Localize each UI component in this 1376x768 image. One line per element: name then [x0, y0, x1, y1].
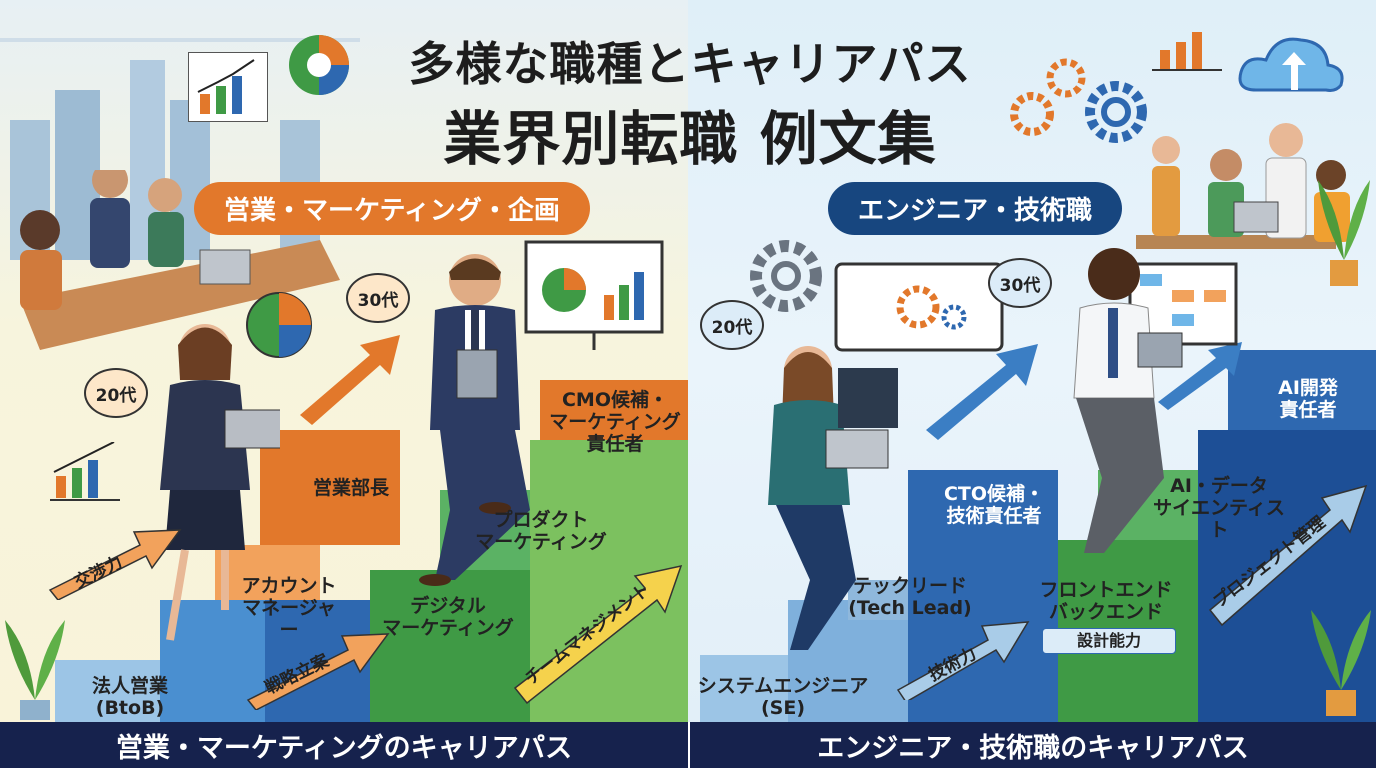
skill-arrow-technical — [896, 621, 1030, 700]
section-pill-engineering: エンジニア・技術職 — [828, 182, 1123, 235]
step-label-product-marketing: プロダクト マーケティング — [475, 509, 607, 553]
plant-icon — [5, 620, 65, 720]
step-label-account-manager: アカウント マネージャー — [241, 575, 337, 641]
businesswoman-illustration — [160, 324, 280, 641]
growth-chart-icon — [188, 52, 268, 122]
monitor-icon — [834, 262, 1004, 352]
skill-arrow-negotiation — [48, 529, 182, 600]
plant-icon — [1318, 180, 1370, 286]
section-pill-sales-marketing: 営業・マーケティング・企画 — [194, 182, 590, 235]
step-label-ai-dev-lead: AI開発 責任者 — [1278, 377, 1338, 421]
age-bubble-30s: 30代 — [346, 273, 410, 323]
step-label-sales-director: 営業部長 — [312, 477, 389, 499]
pie-chart-icon — [289, 35, 349, 95]
male-engineer-illustration — [1073, 248, 1183, 553]
arrow-up-icon — [1158, 342, 1242, 410]
age-bubble-20s: 20代 — [700, 300, 764, 350]
footer-caption-sales-marketing: 営業・マーケティングのキャリアパス — [0, 722, 688, 768]
gear-icon — [750, 240, 822, 312]
office-team-illustration — [20, 170, 340, 350]
left-panel: 20代 30代 法人営業 (BtoB) アカウント マネージャー 営業部長 デジ… — [0, 0, 688, 722]
presentation-board-illustration — [524, 240, 664, 350]
female-engineer-illustration — [768, 346, 898, 650]
cloud-icon — [1238, 37, 1344, 92]
skill-arrow-project-management — [1208, 484, 1368, 627]
bar-chart-icon — [1152, 32, 1222, 71]
gear-icon — [1010, 92, 1054, 136]
arrow-up-icon — [300, 335, 400, 425]
arrow-up-icon — [926, 344, 1038, 440]
step-label-frontend-backend: フロントエンド バックエンド — [1039, 579, 1173, 623]
step-label-system-engineer: システムエンジニア (SE) — [697, 675, 869, 719]
step-label-tech-lead: テックリード (Tech Lead) — [848, 575, 972, 619]
age-bubble-30s: 30代 — [988, 258, 1052, 308]
pie-chart-icon — [246, 292, 312, 358]
step-label-cmo-candidate: CMO候補・ マーケティング 責任者 — [549, 389, 681, 455]
footer-caption-engineering: エンジニア・技術職のキャリアパス — [688, 722, 1376, 768]
career-staircase-right — [700, 350, 1376, 722]
gear-icon — [1085, 81, 1147, 143]
engineering-team-illustration — [1136, 123, 1350, 249]
page-subtitle: 業界別転職 例文集 — [443, 105, 937, 173]
gear-icon — [1046, 58, 1086, 98]
bar-chart-icon — [50, 442, 120, 501]
page-title: 多様な職種とキャリアパス — [408, 37, 972, 91]
businessman-illustration — [419, 254, 530, 586]
right-panel: 20代 30代 システムエンジニア (SE) テックリード (Tech Lead… — [688, 0, 1376, 722]
step-label-cto-candidate: CTO候補・ 技術責任者 — [943, 483, 1045, 527]
skill-arrow-team-management — [513, 564, 683, 705]
age-bubble-20s: 20代 — [84, 368, 148, 418]
skill-arrow-strategy — [246, 633, 390, 710]
step-label-digital-marketing: デジタル マーケティング — [382, 595, 514, 639]
design-skill-badge: 設計能力 — [1042, 628, 1176, 655]
plant-icon — [1311, 610, 1371, 716]
step-label-ai-data-scientist: AI・データ サイエンティスト — [1153, 475, 1285, 541]
step-label-corporate-sales: 法人営業 (BtoB) — [91, 675, 168, 719]
